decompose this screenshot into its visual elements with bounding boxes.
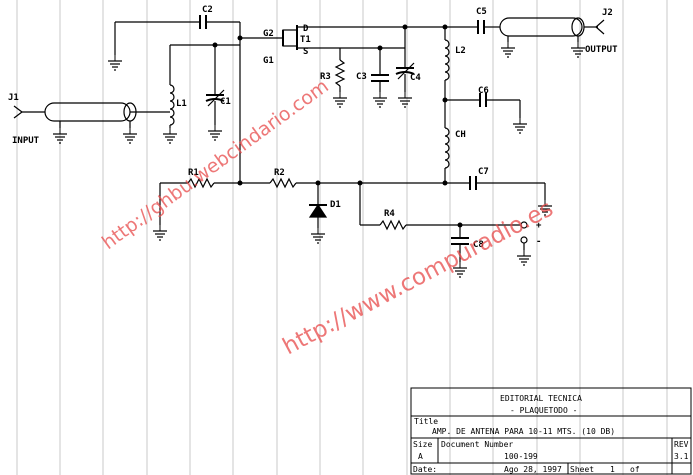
tb-subtitle: - PLAQUETODO - — [510, 406, 577, 415]
label-c2: C2 — [202, 5, 213, 15]
junction-dots — [212, 24, 463, 228]
tb-size: A — [418, 452, 423, 461]
title-block — [410, 387, 692, 475]
label-d: D — [303, 24, 309, 34]
circuit-wires — [13, 15, 605, 262]
tb-of-label: of — [630, 465, 640, 474]
label-r4: R4 — [384, 209, 395, 219]
label-g2: G2 — [263, 29, 274, 39]
label-ch: CH — [455, 130, 466, 140]
label-d1: D1 — [330, 200, 341, 210]
label-c8: C8 — [473, 240, 484, 250]
label-c5: C5 — [476, 7, 487, 17]
label-minus: - — [536, 237, 541, 247]
label-input: INPUT — [12, 136, 40, 146]
label-r1: R1 — [188, 168, 199, 178]
tb-title: AMP. DE ANTENA PARA 10-11 MTS. (10 DB) — [432, 427, 615, 436]
label-c4: C4 — [410, 73, 421, 83]
label-plus: + — [536, 221, 542, 231]
label-c3: C3 — [356, 72, 367, 82]
tb-docnum-label: Document Number — [441, 440, 513, 449]
tb-docnum: 100-199 — [504, 452, 538, 461]
tb-company: EDITORIAL TECNICA — [500, 394, 582, 403]
label-r3: R3 — [320, 72, 331, 82]
tb-sheet: 1 — [610, 465, 615, 474]
label-l1: L1 — [176, 99, 187, 109]
label-l2: L2 — [455, 46, 466, 56]
label-j1: J1 — [8, 93, 19, 103]
label-output: OUTPUT — [585, 45, 618, 55]
tb-size-label: Size — [413, 440, 432, 449]
tb-rev: 3.1 — [674, 452, 689, 461]
tb-rev-label: REV — [674, 440, 689, 449]
tb-sheet-label: Sheet — [570, 465, 594, 474]
label-c7: C7 — [478, 167, 489, 177]
tb-title-label: Title — [414, 417, 438, 426]
label-g1: G1 — [263, 56, 274, 66]
label-c1: C1 — [220, 97, 231, 107]
label-s: S — [303, 47, 308, 57]
tb-date: Ago 28, 1997 — [504, 465, 562, 474]
tb-date-label: Date: — [413, 465, 437, 474]
label-c6: C6 — [478, 86, 489, 96]
label-t1: T1 — [300, 35, 311, 45]
background-grid — [16, 0, 668, 475]
label-j2: J2 — [602, 8, 613, 18]
label-r2: R2 — [274, 168, 285, 178]
